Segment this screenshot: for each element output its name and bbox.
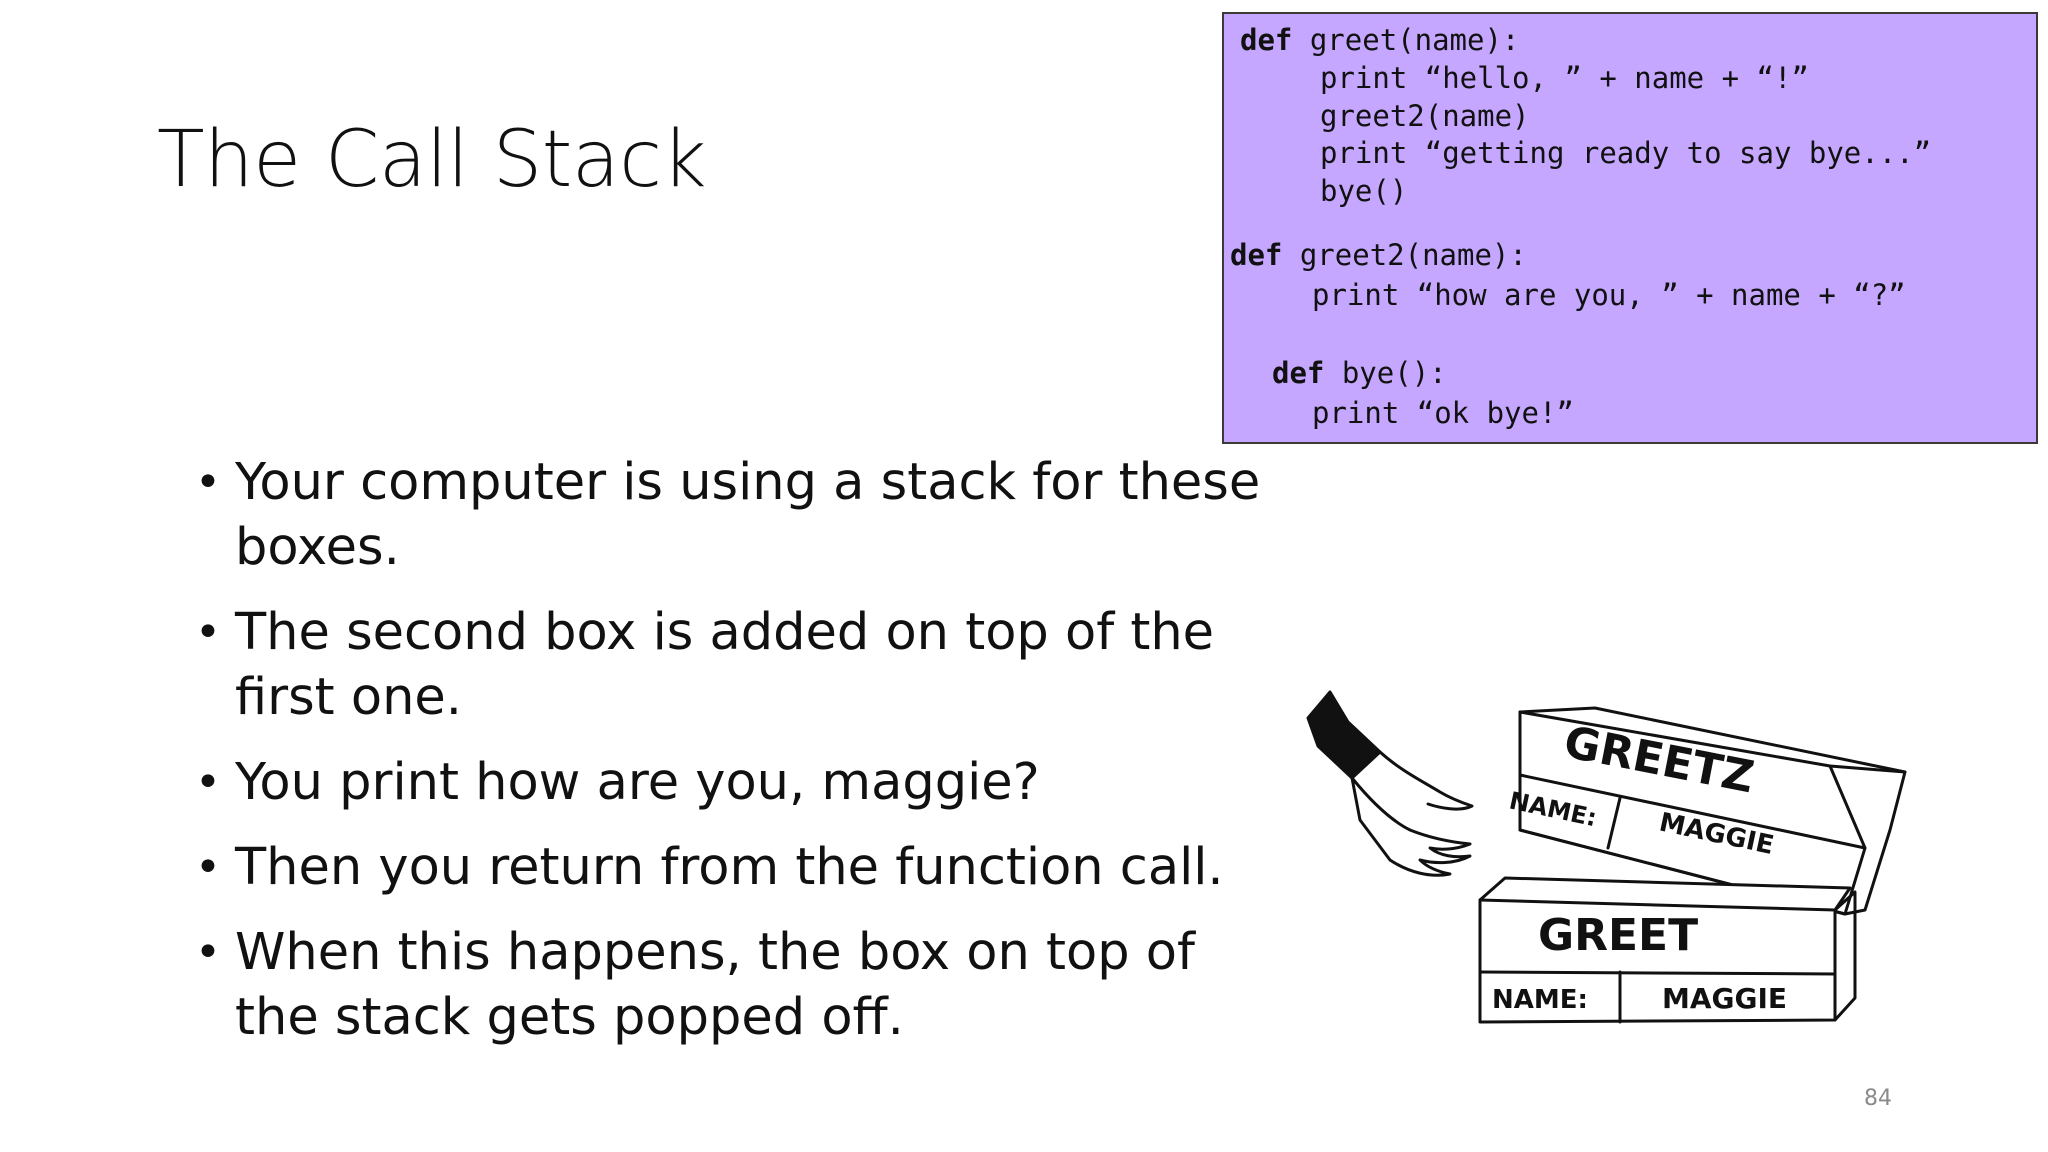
code-snippet: def greet(name): print “hello, ” + name … [1222, 12, 2038, 444]
code-line: print “hello, ” + name + “!” [1320, 61, 1809, 95]
page-number: 84 [1864, 1086, 1892, 1111]
code-line: def bye(): [1272, 356, 1447, 390]
code-line: print “ok bye!” [1312, 396, 1574, 430]
bottom-box-title: GREET [1538, 910, 1698, 961]
sleeve-icon [1306, 690, 1382, 780]
code-line: bye() [1320, 174, 1408, 208]
hand-icon [1350, 776, 1472, 877]
bullet-item: Then you return from the function call. [195, 835, 1285, 900]
stacked-boxes-illustration: GREETZ NAME: MAGGIE GREET NAME: MAGGIE [1306, 690, 1907, 1024]
bottom-box-field-label: NAME: [1492, 985, 1588, 1015]
bullet-item: You print how are you, maggie? [195, 750, 1285, 815]
bottom-box-field-value: MAGGIE [1662, 982, 1787, 1015]
code-line: def greet(name): [1240, 23, 1520, 57]
bullet-item: When this happens, the box on top of the… [195, 920, 1285, 1050]
bullet-list: Your computer is using a stack for these… [195, 450, 1285, 1070]
code-line: def greet2(name): [1230, 238, 1527, 272]
code-line: print “getting ready to say bye...” [1320, 136, 1932, 170]
bullet-item: Your computer is using a stack for these… [195, 450, 1285, 580]
code-line: print “how are you, ” + name + “?” [1312, 278, 1906, 312]
slide-title: The Call Stack [157, 115, 707, 205]
code-line: greet2(name) [1320, 99, 1530, 133]
bullet-item: The second box is added on top of the fi… [195, 600, 1285, 730]
